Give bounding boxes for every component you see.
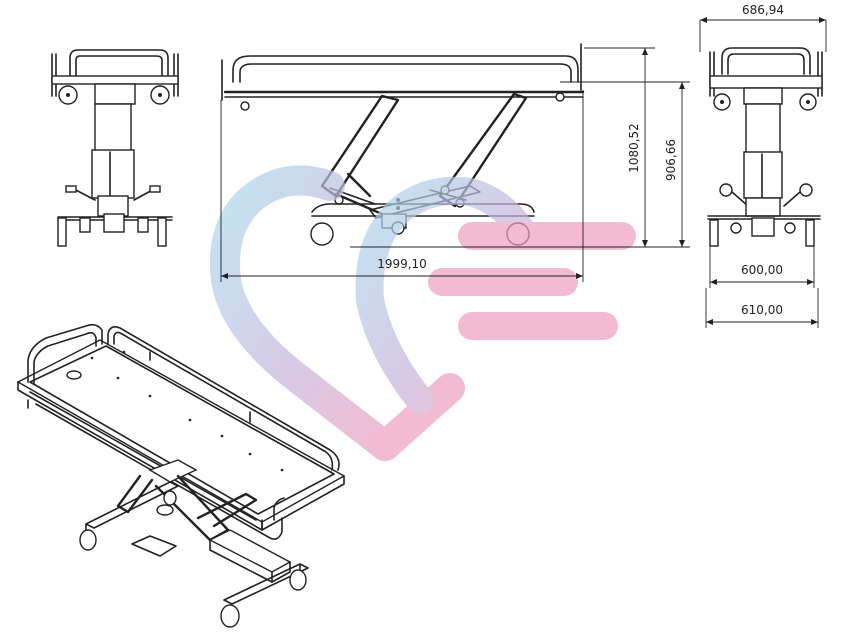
- dimension-heights: 1080,52 906,66: [350, 47, 690, 248]
- dim-length-label: 1999,10: [377, 257, 427, 271]
- dim-base-width-label: 600,00: [741, 263, 783, 277]
- dim-max-height-label: 1080,52: [627, 123, 641, 173]
- isometric-view: [16, 323, 346, 628]
- dim-overall-width-label: 610,00: [741, 303, 783, 317]
- dimension-length: 1999,10: [220, 90, 584, 282]
- heart-ce-logo-watermark: [210, 165, 636, 461]
- rear-view: [707, 47, 823, 247]
- dimension-top-width: 686,94: [699, 3, 827, 52]
- dim-top-width-label: 686,94: [742, 3, 784, 17]
- dim-min-height-label: 906,66: [664, 139, 678, 181]
- dimension-base-widths: 600,00 610,00: [705, 246, 819, 328]
- front-view: [51, 49, 179, 247]
